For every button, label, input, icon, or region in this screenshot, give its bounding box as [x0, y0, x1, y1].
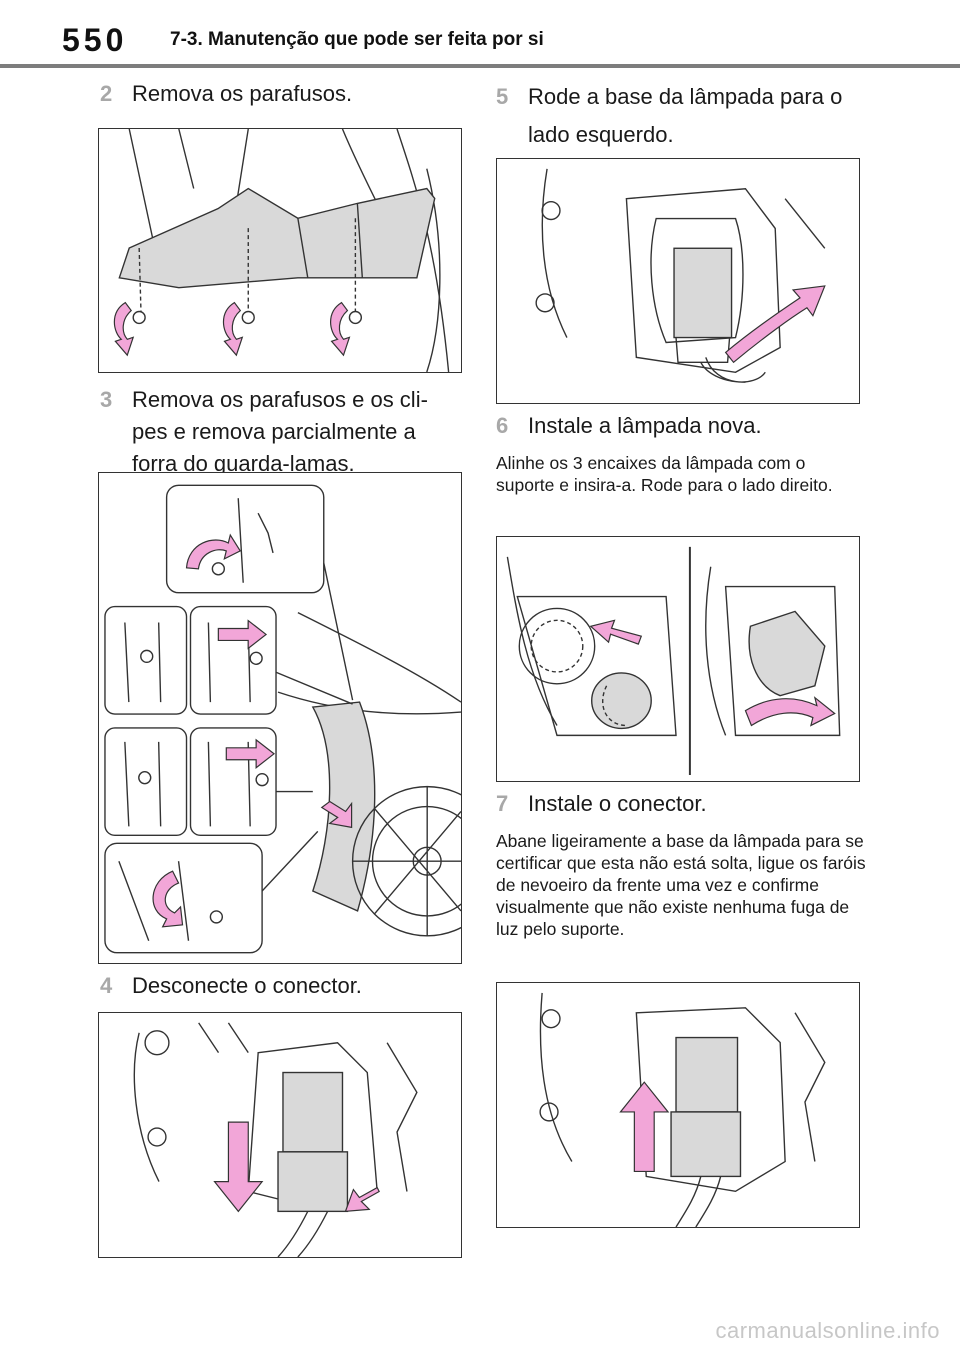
install-new-bulb-illustration [506, 546, 841, 776]
step-6: 6 Instale a lâmpada nova. [496, 410, 866, 442]
step-number: 6 [496, 413, 509, 438]
step-text: Remova os parafusos e os cli-pes e remov… [132, 387, 428, 476]
step-number: 4 [100, 973, 113, 998]
page-number: 550 [62, 22, 128, 58]
step-text: Instale a lâmpada nova. [528, 413, 762, 438]
note-step-7: Abane ligeiramente a base da lâmpada par… [496, 831, 866, 939]
step-text: Desconecte o conector. [132, 973, 362, 998]
step-5: 5 Rode a base da lâmpada para o lado esq… [496, 78, 866, 154]
step-7: 7 Instale o conector. [496, 788, 866, 820]
fender-clips-illustration [104, 484, 461, 954]
figure-disconnect-connector [98, 1012, 462, 1258]
step-2: 2 Remova os parafusos. [100, 78, 460, 110]
step-number: 3 [100, 387, 113, 412]
step-number: 2 [100, 81, 113, 106]
step-3: 3 Remova os parafusos e os cli-pes e rem… [100, 384, 460, 480]
figure-rotate-bulb-left [496, 158, 860, 404]
disconnect-connector-illustration [133, 1022, 418, 1257]
figure-fender-liner-screws [98, 128, 462, 373]
fender-liner-illustration [113, 129, 450, 372]
header-rule [0, 64, 960, 68]
page-header: 550 7-3. Manutenção que pode ser feita p… [0, 0, 960, 70]
figure-fender-clips [98, 472, 462, 964]
figure-install-new-bulb [496, 536, 860, 782]
step-number: 5 [496, 84, 509, 109]
install-connector-illustration [539, 992, 826, 1227]
step-4: 4 Desconecte o conector. [100, 970, 460, 1002]
step-text: Rode a base da lâmpada para o lado esque… [528, 84, 843, 147]
figure-install-connector [496, 982, 860, 1228]
section-title: 7-3. Manutenção que pode ser feita por s… [170, 29, 544, 50]
rotate-bulb-left-illustration [535, 168, 826, 383]
note-step-6: Alinhe os 3 encaixes da lâmpada com o su… [496, 453, 833, 495]
step-text: Instale o conector. [528, 791, 707, 816]
step-text: Remova os parafusos. [132, 81, 353, 106]
step-number: 7 [496, 791, 509, 816]
watermark: carmanualsonline.info [715, 1318, 940, 1343]
